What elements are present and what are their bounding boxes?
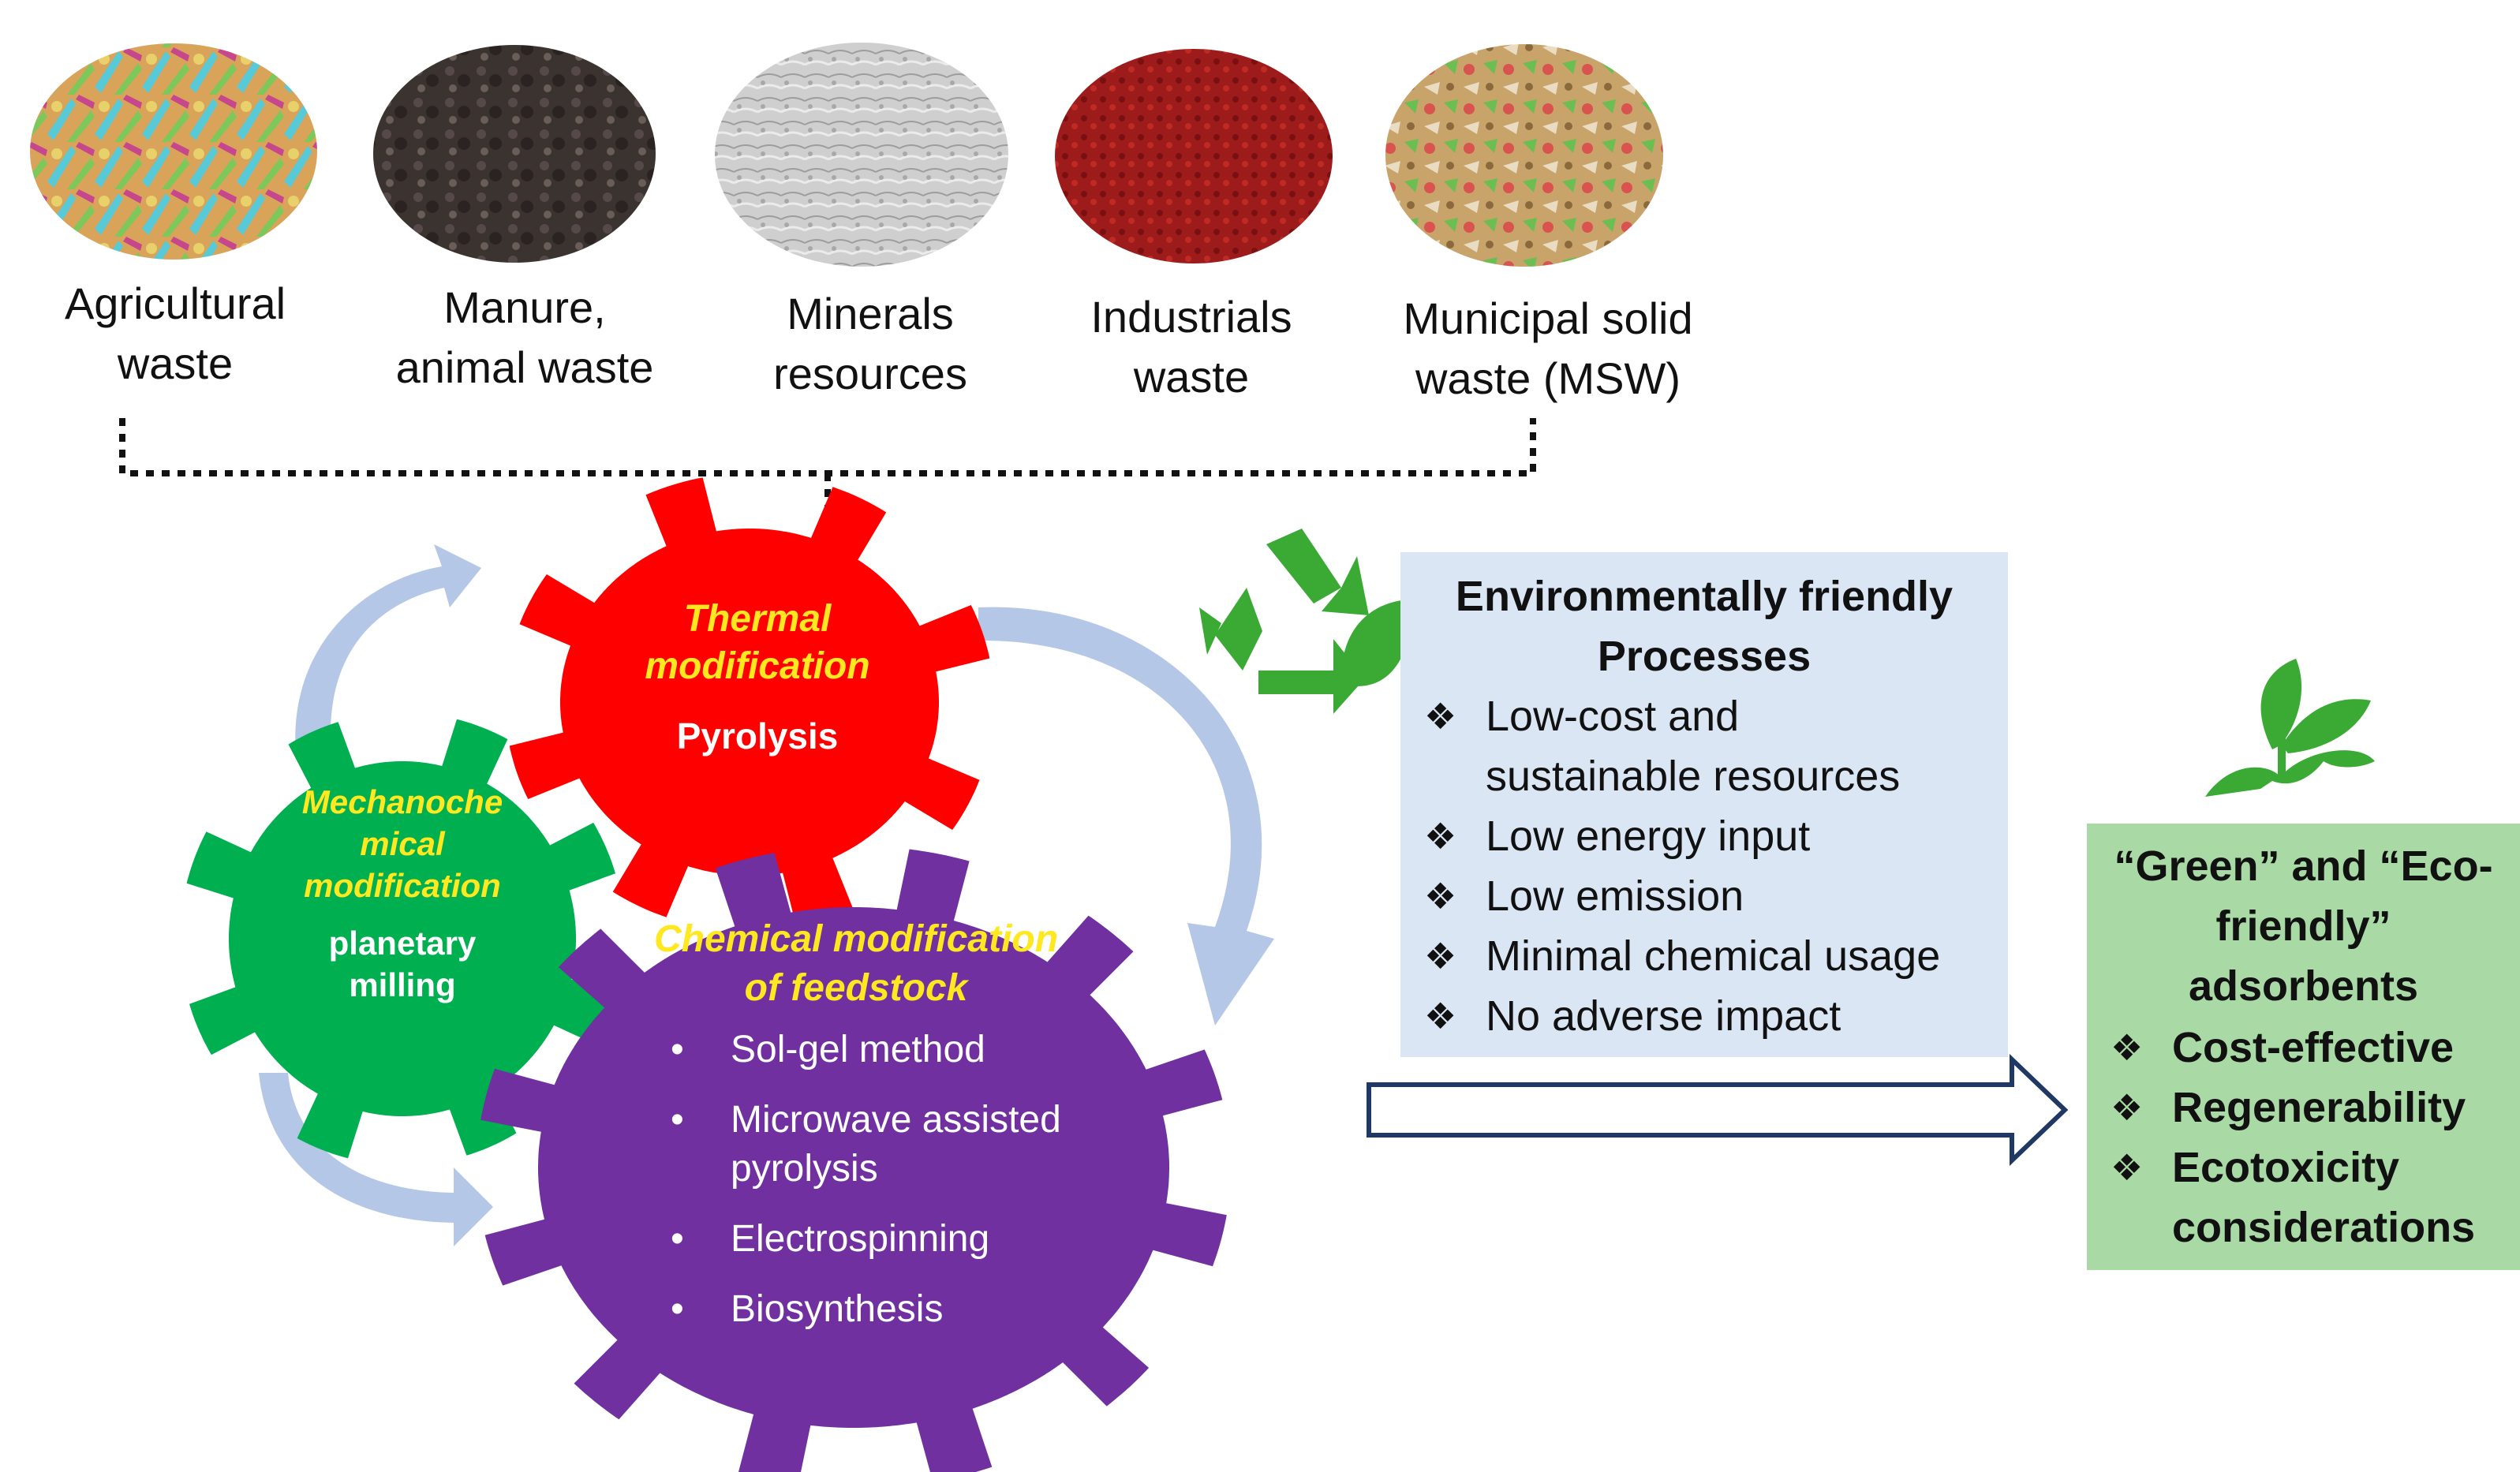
bullet-diamond-icon: ❖ [1424, 996, 1457, 1037]
criterion-line: Low-cost and [1486, 693, 1740, 740]
adsorbent-property: ❖ Cost-effective [2111, 1018, 2475, 1078]
property-line: considerations [2172, 1204, 2476, 1251]
bullet-diamond-icon: ❖ [2111, 1147, 2144, 1188]
chemical-method-item: Biosynthesis [663, 1285, 1061, 1334]
feedstock-images [30, 43, 1663, 267]
bullet-diamond-icon: ❖ [1424, 876, 1457, 917]
adsorbent-properties-list: ❖ Cost-effective ❖ Regenerability ❖ Ecotoxi… [2111, 1018, 2475, 1257]
mech-subtitle-line: planetary [328, 925, 477, 962]
bullet-diamond-icon: ❖ [1424, 696, 1457, 737]
thermal-modification-gear [509, 477, 990, 927]
chem-title-line: Chemical modification [653, 918, 1059, 960]
label-line: Minerals [787, 289, 954, 338]
label-line: Manure, [443, 282, 606, 332]
method-line: Sol-gel method [731, 1029, 985, 1070]
agricultural-waste-image [30, 43, 317, 260]
chemical-method-item: Electrospinning [663, 1215, 1061, 1264]
criterion-line: Minimal chemical usage [1486, 932, 1941, 980]
minerals-label: Minerals resources [705, 284, 1036, 404]
cycle-arrow-top-left [295, 544, 481, 753]
environmental-criteria-list: ❖ Low-cost and sustainable resources ❖ Low … [1424, 686, 1940, 1046]
criterion-line: No adverse impact [1486, 992, 1841, 1040]
industrial-waste-image [1055, 49, 1333, 263]
manure-image [373, 45, 656, 263]
environmental-criterion: ❖ No adverse impact [1424, 986, 1940, 1046]
agricultural-waste-label: Agricultural waste [9, 274, 341, 394]
flow-arrow [1367, 1053, 2069, 1167]
criterion-line: Low emission [1486, 872, 1744, 920]
label-line: Municipal solid [1403, 293, 1693, 343]
thermal-title-line: modification [645, 645, 870, 687]
environmental-criterion: ❖ Low emission [1424, 866, 1940, 926]
mech-title-line: modification [304, 867, 501, 904]
property-line: Regenerability [2172, 1084, 2466, 1131]
method-line: Microwave assisted [731, 1099, 1061, 1141]
label-line: Agricultural [64, 278, 286, 328]
label-line: waste [1133, 352, 1250, 402]
criterion-line: sustainable resources [1486, 753, 1901, 800]
mech-subtitle-line: milling [349, 966, 456, 1003]
chemical-method-item: Sol-gel method [663, 1026, 1061, 1074]
mech-title-line: Mechanoche [301, 783, 503, 820]
bullet-diamond-icon: ❖ [1424, 816, 1457, 857]
title-line: adsorbents [2188, 962, 2419, 1010]
minerals-image [715, 43, 1008, 267]
method-line: Electrospinning [731, 1218, 990, 1260]
msw-image [1385, 44, 1663, 267]
property-line: Cost-effective [2172, 1024, 2455, 1071]
label-line: waste (MSW) [1415, 353, 1681, 403]
environmental-box-title: Environmentally friendly Processes [1400, 566, 2008, 686]
chemical-method-item: Microwave assisted pyrolysis [663, 1096, 1061, 1194]
label-line: animal waste [395, 342, 654, 392]
msw-label: Municipal solid waste (MSW) [1382, 289, 1714, 409]
environmental-processes-box: Environmentally friendly Processes ❖ Low-… [1400, 552, 2008, 1057]
recycle-leaf-icon [1199, 529, 1414, 714]
green-adsorbents-box: “Green” and “Eco- friendly” adsorbents ❖… [2087, 824, 2520, 1270]
green-box-title: “Green” and “Eco- friendly” adsorbents [2087, 836, 2520, 1016]
cycle-arrow-right [978, 607, 1274, 1026]
thermal-title-line: Thermal [683, 598, 832, 640]
title-line: “Green” and “Eco- [2114, 842, 2493, 890]
environmental-criterion: ❖ Minimal chemical usage [1424, 926, 1940, 986]
chem-title-line: of feedstock [744, 967, 968, 1009]
mech-title-line: mical [360, 825, 445, 862]
method-line: Biosynthesis [731, 1288, 944, 1330]
industrial-waste-label: Industrials waste [1026, 287, 1357, 407]
thermal-gear-text: Thermal modification Pyrolysis [631, 596, 884, 760]
title-line: Environmentally friendly [1455, 573, 1954, 620]
bullet-diamond-icon: ❖ [2111, 1087, 2144, 1128]
title-line: Processes [1597, 633, 1811, 680]
bullet-diamond-icon: ❖ [1424, 936, 1457, 977]
mechanochemical-gear-text: Mechanoche mical modification planetary … [292, 781, 513, 1006]
thermal-subtitle: Pyrolysis [676, 715, 839, 757]
label-line: waste [117, 338, 234, 388]
property-line: Ecotoxicity [2172, 1144, 2400, 1191]
method-line: pyrolysis [731, 1148, 878, 1190]
chemical-gear-title: Chemical modification of feedstock [631, 915, 1081, 1013]
title-line: friendly” [2215, 902, 2391, 950]
mechanochemical-modification-gear [186, 719, 619, 1159]
criterion-line: Low energy input [1486, 813, 1811, 860]
adsorbent-property: ❖ Ecotoxicity considerations [2111, 1138, 2475, 1257]
chemical-methods-list: Sol-gel method Microwave assisted pyrolys… [663, 1026, 1061, 1355]
environmental-criterion: ❖ Low energy input [1424, 806, 1940, 866]
hand-plant-icon [2205, 659, 2375, 797]
label-line: resources [773, 349, 967, 398]
environmental-criterion: ❖ Low-cost and sustainable resources [1424, 686, 1940, 806]
cycle-arrow-bottom-left [259, 1073, 493, 1246]
label-line: Industrials [1090, 292, 1292, 342]
manure-label: Manure, animal waste [359, 278, 690, 398]
adsorbent-property: ❖ Regenerability [2111, 1078, 2475, 1138]
bullet-diamond-icon: ❖ [2111, 1027, 2144, 1068]
